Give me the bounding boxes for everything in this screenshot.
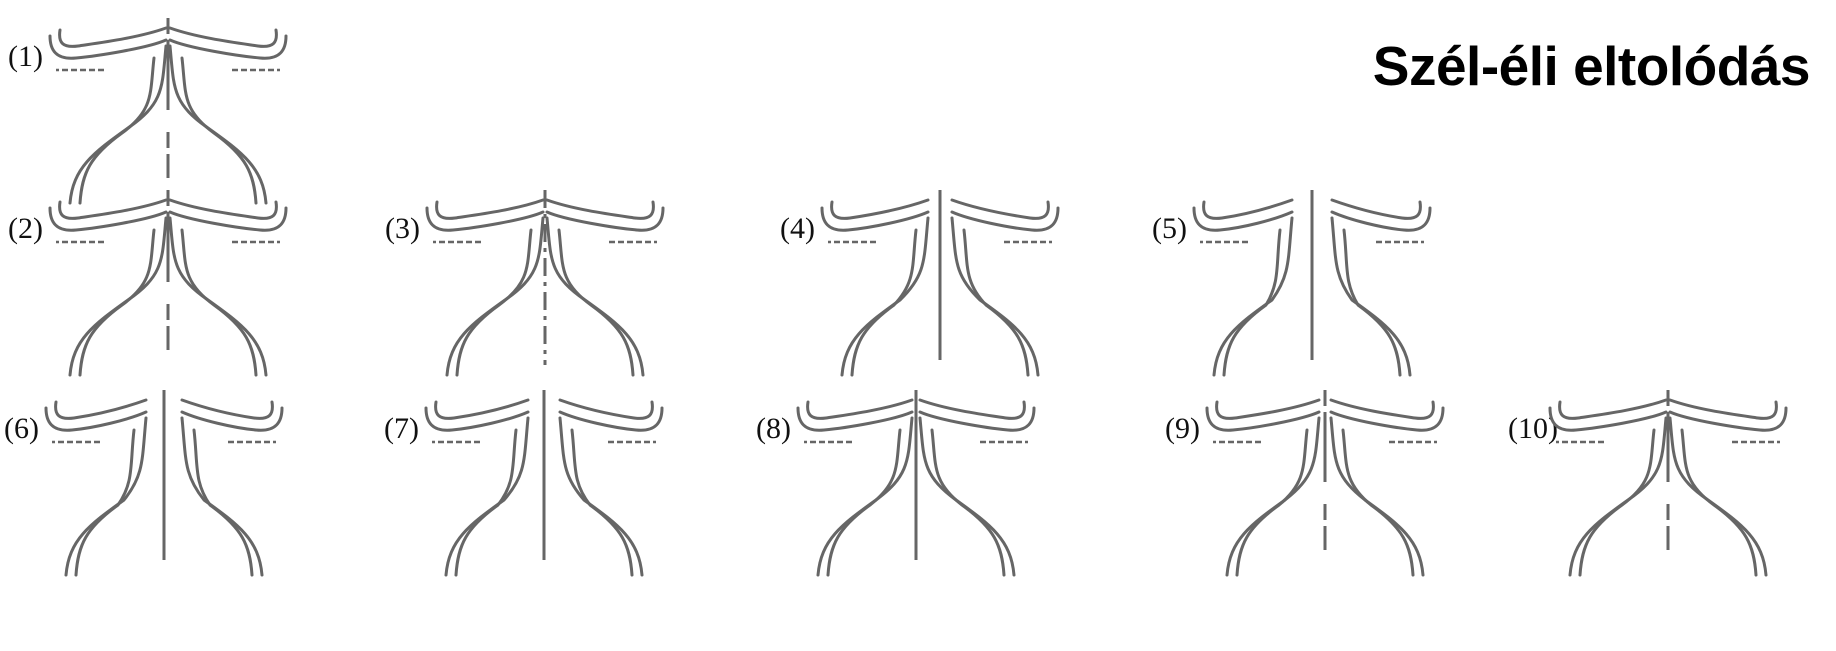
- panel-5: (5): [1152, 190, 1432, 380]
- right-wall: [182, 400, 282, 575]
- right-wall: [1331, 400, 1443, 575]
- top-flap-inner: [1194, 208, 1292, 230]
- panel-7: (7): [384, 390, 664, 580]
- wall-arc-inner: [1682, 430, 1756, 575]
- top-flap: [1670, 400, 1776, 418]
- right-wall: [952, 200, 1058, 375]
- left-wall: [1207, 400, 1319, 575]
- wall-arc-inner: [194, 430, 252, 575]
- left-wall: [50, 28, 166, 203]
- wall-arc-inner: [80, 58, 154, 203]
- left-wall: [427, 200, 543, 375]
- top-flap: [170, 200, 276, 218]
- top-flap: [60, 28, 166, 46]
- top-flap: [1217, 400, 1319, 418]
- top-flap-inner: [182, 408, 282, 430]
- wall-arc-inner: [1224, 230, 1280, 375]
- top-flap-inner: [46, 408, 146, 430]
- panel-10: (10): [1508, 390, 1788, 580]
- wall-arc-inner: [1343, 430, 1413, 575]
- wall-arc-inner: [559, 230, 633, 375]
- right-wall: [1332, 200, 1430, 375]
- wall-arc-inner: [572, 430, 632, 575]
- edge-shift-shape: [8, 190, 288, 380]
- diagram-title: Szél-éli eltolódás: [1373, 34, 1810, 98]
- edge-shift-shape: [8, 18, 288, 208]
- top-flap: [437, 200, 543, 218]
- wall-arc-inner: [182, 230, 256, 375]
- right-wall: [170, 28, 286, 203]
- left-wall: [46, 400, 146, 575]
- edge-shift-shape: [1508, 390, 1788, 580]
- edge-shift-shape: [4, 390, 284, 580]
- panel-9: (9): [1165, 390, 1445, 580]
- panel-4: (4): [780, 190, 1060, 380]
- left-wall: [1194, 200, 1292, 375]
- edge-shift-shape: [385, 190, 665, 380]
- top-flap: [547, 200, 653, 218]
- right-wall: [170, 200, 286, 375]
- top-flap: [808, 400, 912, 418]
- left-wall: [798, 400, 912, 575]
- wall-arc-inner: [182, 58, 256, 203]
- edge-shift-shape: [756, 390, 1036, 580]
- right-wall: [560, 400, 662, 575]
- edge-shift-shape: [780, 190, 1060, 380]
- wall-arc-inner: [457, 230, 531, 375]
- wall-arc-inner: [828, 430, 900, 575]
- wall-arc-inner: [1580, 430, 1654, 575]
- left-wall: [50, 200, 166, 375]
- wall-arc-inner: [456, 430, 516, 575]
- panel-1: (1): [8, 18, 288, 208]
- wall-arc-inner: [76, 430, 134, 575]
- top-flap: [170, 28, 276, 46]
- wall-arc-inner: [1237, 430, 1307, 575]
- top-flap-inner: [822, 208, 928, 230]
- wall-arc-inner: [964, 230, 1028, 375]
- top-flap-inner: [952, 208, 1058, 230]
- wall-arc-inner: [932, 430, 1004, 575]
- wall-arc-inner: [80, 230, 154, 375]
- top-flap: [1331, 400, 1433, 418]
- right-wall: [547, 200, 663, 375]
- wall-arc-inner: [852, 230, 916, 375]
- left-wall: [1550, 400, 1666, 575]
- panel-8: (8): [756, 390, 1036, 580]
- top-flap-inner: [560, 408, 662, 430]
- left-wall: [822, 200, 928, 375]
- top-flap-inner: [426, 408, 528, 430]
- right-wall: [1670, 400, 1786, 575]
- panel-3: (3): [385, 190, 665, 380]
- wall-arc-inner: [1344, 230, 1400, 375]
- edge-shift-shape: [1152, 190, 1432, 380]
- edge-shift-shape: [1165, 390, 1445, 580]
- right-wall: [920, 400, 1034, 575]
- top-flap: [920, 400, 1024, 418]
- top-flap: [60, 200, 166, 218]
- edge-shift-shape: [384, 390, 664, 580]
- top-flap: [1560, 400, 1666, 418]
- panel-6: (6): [4, 390, 284, 580]
- panel-2: (2): [8, 190, 288, 380]
- top-flap-inner: [1332, 208, 1430, 230]
- left-wall: [426, 400, 528, 575]
